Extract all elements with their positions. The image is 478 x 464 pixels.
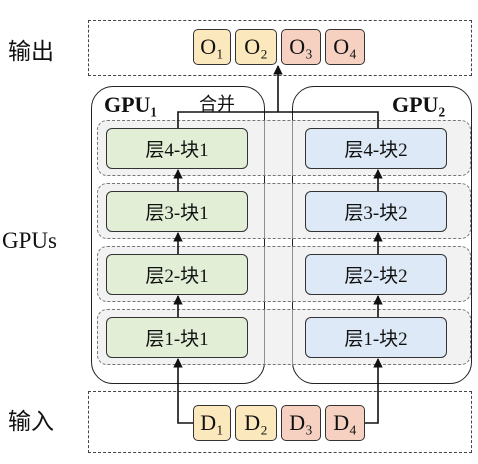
gpu2-block-layer4: 层4-块2 bbox=[305, 128, 447, 169]
gpus-label: GPUs bbox=[2, 228, 57, 253]
gpu1-title: GPU₁ bbox=[104, 92, 158, 117]
gpu2-block-layer1: 层1-块2 bbox=[305, 317, 447, 358]
input-cell: D₄ bbox=[325, 405, 365, 441]
output-cell: O₃ bbox=[281, 29, 321, 65]
input-to-gpu1-arrow bbox=[173, 358, 193, 424]
gpu1-block-layer2: 层2-块1 bbox=[106, 254, 248, 295]
input-region bbox=[88, 391, 472, 453]
gpu2-block-layer2: 层2-块2 bbox=[305, 254, 447, 295]
output-cell: O₄ bbox=[325, 29, 365, 65]
gpu2-title: GPU₂ bbox=[392, 92, 446, 117]
input-cell: D₃ bbox=[281, 405, 321, 441]
gpu1-block-layer4: 层4-块1 bbox=[106, 128, 248, 169]
output-region bbox=[88, 20, 472, 76]
gpu1-block-layer3: 层3-块1 bbox=[106, 191, 248, 232]
input-cell: D₂ bbox=[235, 405, 277, 441]
output-cell: O₂ bbox=[235, 29, 277, 65]
input-cell: D₁ bbox=[193, 405, 231, 441]
gpu2-block-layer3: 层3-块2 bbox=[305, 191, 447, 232]
output-cell: O₁ bbox=[193, 29, 231, 65]
gpu1-block-layer1: 层1-块1 bbox=[106, 317, 248, 358]
merge-label: 合并 bbox=[199, 94, 235, 114]
merge-line bbox=[177, 111, 379, 128]
input-label: 输入 bbox=[8, 409, 54, 434]
output-label: 输出 bbox=[8, 39, 54, 64]
input-to-gpu2-arrow bbox=[365, 358, 383, 424]
